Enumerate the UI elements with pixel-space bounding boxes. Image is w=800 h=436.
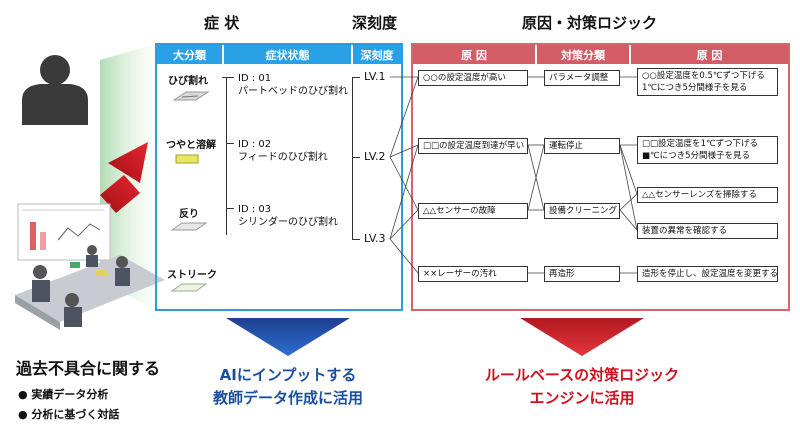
cause-box-3: △△センサーの故障 xyxy=(418,203,528,219)
detail-1-line-2: 1℃につき5分間様子を見る xyxy=(642,83,748,93)
symptom-3-id: ID : 03 xyxy=(238,204,272,215)
col-major-category: 大分類 xyxy=(157,45,222,64)
detail-2-line-1: □□設定温度を1℃ずつ下げる xyxy=(642,139,759,149)
category-gloss-melt: つやと溶解 xyxy=(166,140,216,151)
action-box-4: 再造形 xyxy=(544,266,620,282)
left-bullet-2: ● 分析に基づく対話 xyxy=(18,408,120,421)
detail-box-4: 装置の異常を確認する xyxy=(637,223,778,239)
symptom-3-name: シリンダーのひび割れ xyxy=(238,217,338,228)
detail-2-line-2: ■℃につき5分間様子を見る xyxy=(642,151,750,161)
left-illustration xyxy=(15,44,165,330)
category-crack: ひび割れ xyxy=(168,76,208,87)
detail-box-5: 造形を停止し、設定温度を変更する xyxy=(637,266,778,282)
col-cause-2: 原 因 xyxy=(631,45,788,64)
blue-caption-line-2: 教師データ作成に活用 xyxy=(212,389,363,407)
cause-box-4: ××レーザーの汚れ xyxy=(418,266,528,282)
bracket-tick-1 xyxy=(222,77,234,78)
symptom-1: ID : 01 パートベッドのひび割れ xyxy=(238,72,348,98)
action-box-3: 設備クリーニング xyxy=(544,203,620,219)
bracket-tick-2 xyxy=(226,143,234,144)
office-scene-icon xyxy=(15,203,165,330)
person-icon xyxy=(22,55,88,125)
severity-bracket xyxy=(352,77,353,239)
severity-tick-2 xyxy=(352,157,360,158)
level-3: LV.3 xyxy=(364,232,386,245)
level-2: LV.2 xyxy=(364,150,386,163)
symptom-bracket xyxy=(226,77,227,235)
col-symptom-state: 症状状態 xyxy=(224,45,351,64)
green-fade xyxy=(100,44,155,310)
col-action-category: 対策分類 xyxy=(537,45,629,64)
symptom-3: ID : 03 シリンダーのひび割れ xyxy=(238,203,338,229)
bracket-tick-3 xyxy=(226,208,234,209)
detail-box-2: □□設定温度を1℃ずつ下げる ■℃につき5分間様子を見る xyxy=(637,136,778,164)
detail-box-1: ○○設定温度を0.5℃ずつ下げる 1℃につき5分間様子を見る xyxy=(637,68,778,96)
col-cause-1: 原 因 xyxy=(413,45,535,64)
detail-box-3: △△センサーレンズを掃除する xyxy=(637,187,778,203)
category-streak: ストリーク xyxy=(167,270,217,281)
symptom-2-id: ID : 02 xyxy=(238,139,272,150)
header-severity: 深刻度 xyxy=(352,14,398,32)
header-symptom: 症 状 xyxy=(204,14,240,32)
level-1: LV.1 xyxy=(364,70,386,83)
severity-tick-3 xyxy=(352,239,360,240)
left-title: 過去不具合に関する xyxy=(16,359,161,378)
cause-box-1: ○○の設定温度が高い xyxy=(418,70,528,86)
symptom-section xyxy=(155,43,403,311)
header-cause-logic: 原因・対策ロジック xyxy=(522,14,658,32)
action-box-1: パラメータ調整 xyxy=(544,70,620,86)
crack-part-icon xyxy=(172,91,210,101)
symptom-1-id: ID : 01 xyxy=(238,73,272,84)
symptom-2: ID : 02 フィードのひび割れ xyxy=(238,138,328,164)
warp-part-icon xyxy=(170,222,208,231)
red-caption: ルールベースの対策ロジック エンジンに活用 xyxy=(452,364,712,408)
blue-down-arrow-icon xyxy=(226,318,350,356)
red-down-arrow-icon xyxy=(520,318,644,356)
left-bullet-1: ● 実績データ分析 xyxy=(18,388,109,401)
blue-caption-line-1: AIにインプットする xyxy=(219,366,357,384)
col-severity: 深刻度 xyxy=(353,45,401,64)
category-warp: 反り xyxy=(179,209,199,220)
gloss-part-icon xyxy=(175,154,199,164)
blue-caption: AIにインプットする 教師データ作成に活用 xyxy=(178,364,398,408)
symptom-2-name: フィードのひび割れ xyxy=(238,152,328,163)
cause-section xyxy=(411,43,790,311)
red-caption-line-2: エンジンに活用 xyxy=(529,389,635,407)
red-caption-line-1: ルールベースの対策ロジック xyxy=(484,366,680,384)
cause-box-2: □□の設定温度到達が早い xyxy=(418,138,528,154)
action-box-2: 運転停止 xyxy=(544,138,620,154)
symptom-1-name: パートベッドのひび割れ xyxy=(238,86,348,97)
detail-1-line-1: ○○設定温度を0.5℃ずつ下げる xyxy=(642,71,765,81)
severity-tick-1 xyxy=(352,77,360,78)
streak-part-icon xyxy=(170,283,208,292)
